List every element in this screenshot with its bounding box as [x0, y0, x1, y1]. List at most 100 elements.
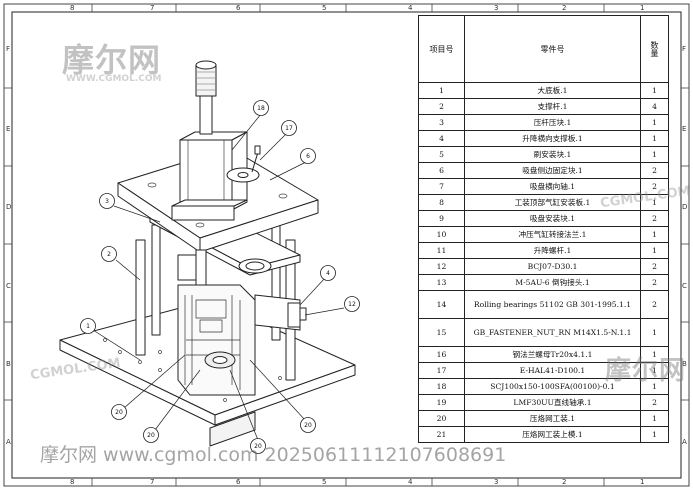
watermark-logo: 摩尔网 — [605, 356, 687, 386]
base-foot — [209, 411, 256, 447]
bom-quantity: 2 — [640, 162, 669, 179]
bom-quantity: 2 — [640, 394, 669, 411]
zone-letter: F — [6, 45, 11, 53]
balloon: 17 — [281, 120, 297, 136]
zone-number: 3 — [494, 4, 499, 12]
part-balloons: 18 17 6 3 2 1 4 12 20 20 20 20 — [80, 100, 360, 454]
balloon: 20 — [250, 438, 266, 454]
bom-item-number: 20 — [418, 410, 465, 427]
zone-letter: F — [682, 45, 687, 53]
bom-part-name: BCJ07-D30.1 — [464, 258, 641, 275]
bom-quantity: 1 — [640, 114, 669, 131]
footer-watermark: 摩尔网 www.cgmol.com 20250611112107608691 — [40, 444, 507, 466]
zone-letter: E — [682, 125, 687, 133]
zone-number: 1 — [640, 4, 645, 12]
cylinder-flange — [171, 205, 235, 221]
balloon: 20 — [300, 417, 316, 433]
watermark-logo-url: WWW.CGMOL.COM — [66, 74, 162, 84]
bom-part-name: 升降螺杆.1 — [464, 242, 641, 259]
bom-item-number: 3 — [418, 114, 465, 131]
bom-part-name: Rolling bearings 51102 GB 301-1995.1.1 — [464, 290, 641, 319]
svg-text:20: 20 — [147, 432, 155, 439]
bom-part-name: 吸盘侧边固定块.1 — [464, 162, 641, 179]
inner-border — [11, 11, 682, 479]
zone-number: 7 — [150, 478, 155, 486]
bom-item-number: 2 — [418, 98, 465, 115]
balloon: 2 — [101, 246, 117, 262]
bom-quantity: 1 — [640, 410, 669, 427]
svg-text:20: 20 — [115, 409, 123, 416]
balloon: 12 — [344, 296, 360, 312]
bom-part-name: 升降横向支撑板.1 — [464, 130, 641, 147]
bom-quantity: 4 — [640, 98, 669, 115]
zone-number: 8 — [70, 478, 75, 486]
zone-letter: B — [682, 360, 687, 368]
bom-item-number: 14 — [418, 290, 465, 319]
bom-quantity: 1 — [640, 378, 669, 395]
bom-part-name: 吸盘安装块.1 — [464, 210, 641, 227]
bom-quantity: 1 — [640, 242, 669, 259]
bom-part-name: 刷安装块.1 — [464, 146, 641, 163]
header-part-number: 零件号 — [464, 15, 641, 83]
bom-quantity: 1 — [640, 146, 669, 163]
zone-letter: C — [682, 282, 687, 290]
bom-item-number: 11 — [418, 242, 465, 259]
bom-part-name: 压杆压块.1 — [464, 114, 641, 131]
balloon: 4 — [320, 265, 336, 281]
bom-quantity: 2 — [640, 210, 669, 227]
bom-item-number: 1 — [418, 82, 465, 99]
zone-number: 2 — [562, 4, 567, 12]
bom-item-number: 10 — [418, 226, 465, 243]
zone-letter: B — [6, 360, 11, 368]
bom-quantity: 2 — [640, 258, 669, 275]
bom-item-number: 6 — [418, 162, 465, 179]
svg-text:6: 6 — [306, 153, 310, 160]
zone-number: 1 — [640, 478, 645, 486]
bom-item-number: 8 — [418, 194, 465, 211]
bom-item-number: 12 — [418, 258, 465, 275]
lead-screw — [195, 249, 207, 291]
bom-quantity: 2 — [640, 274, 669, 291]
bom-item-number: 13 — [418, 274, 465, 291]
bom-item-number: 19 — [418, 394, 465, 411]
bom-item-number: 4 — [418, 130, 465, 147]
bom-quantity: 1 — [640, 226, 669, 243]
bom-item-number: 15 — [418, 318, 465, 347]
bom-quantity: 1 — [640, 318, 669, 347]
bom-item-number: 5 — [418, 146, 465, 163]
balloon: 20 — [143, 427, 159, 443]
column-back-left — [151, 224, 161, 336]
bom-part-name: 压烙网工装上模.1 — [464, 426, 641, 443]
outer-border — [3, 3, 690, 487]
bom-part-name: M-5AU-6 倒钩接头.1 — [464, 274, 641, 291]
svg-text:2: 2 — [107, 251, 111, 258]
svg-text:3: 3 — [105, 198, 109, 205]
balloon: 18 — [253, 100, 269, 116]
bom-part-name: GB_FASTENER_NUT_RN M14X1.5-N.1.1 — [464, 318, 641, 347]
watermark-logo: 摩尔网 — [62, 41, 162, 79]
bom-part-name: 冲压气缸转接法兰.1 — [464, 226, 641, 243]
zone-number: 8 — [70, 4, 75, 12]
zone-letter: E — [6, 125, 11, 133]
zone-ticks — [4, 4, 689, 486]
zone-number: 3 — [494, 478, 499, 486]
zone-number: 5 — [322, 4, 327, 12]
bom-part-name: 吸盘横向轴.1 — [464, 178, 641, 195]
header-quantity: 数量 — [640, 15, 669, 83]
svg-text:12: 12 — [348, 301, 356, 308]
balloon: 6 — [300, 148, 316, 164]
svg-text:1: 1 — [86, 323, 90, 330]
zone-letter: A — [6, 438, 11, 446]
